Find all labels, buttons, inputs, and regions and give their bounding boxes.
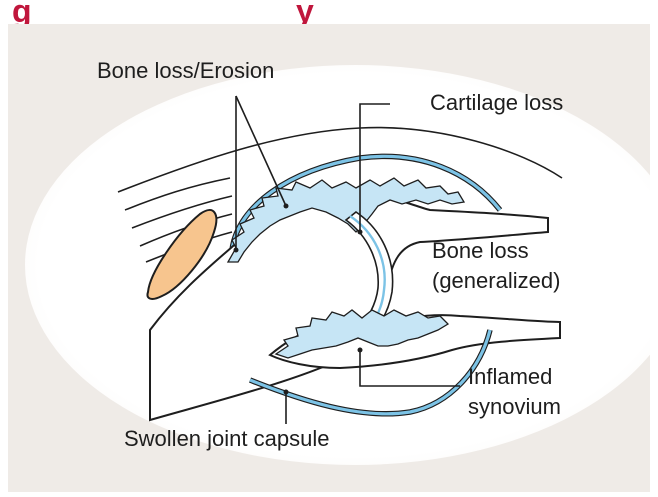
label-swollen-joint-capsule: Swollen joint capsule bbox=[124, 426, 329, 451]
label-bone-loss-erosion: Bone loss/Erosion bbox=[97, 58, 274, 83]
label-cartilage-loss: Cartilage loss bbox=[430, 90, 563, 115]
label-bone-loss-generalized-2: (generalized) bbox=[432, 268, 560, 293]
label-inflamed-synovium-1: Inflamed bbox=[468, 364, 552, 389]
label-bone-loss-generalized-1: Bone loss bbox=[432, 238, 529, 263]
label-inflamed-synovium-2: synovium bbox=[468, 394, 561, 419]
